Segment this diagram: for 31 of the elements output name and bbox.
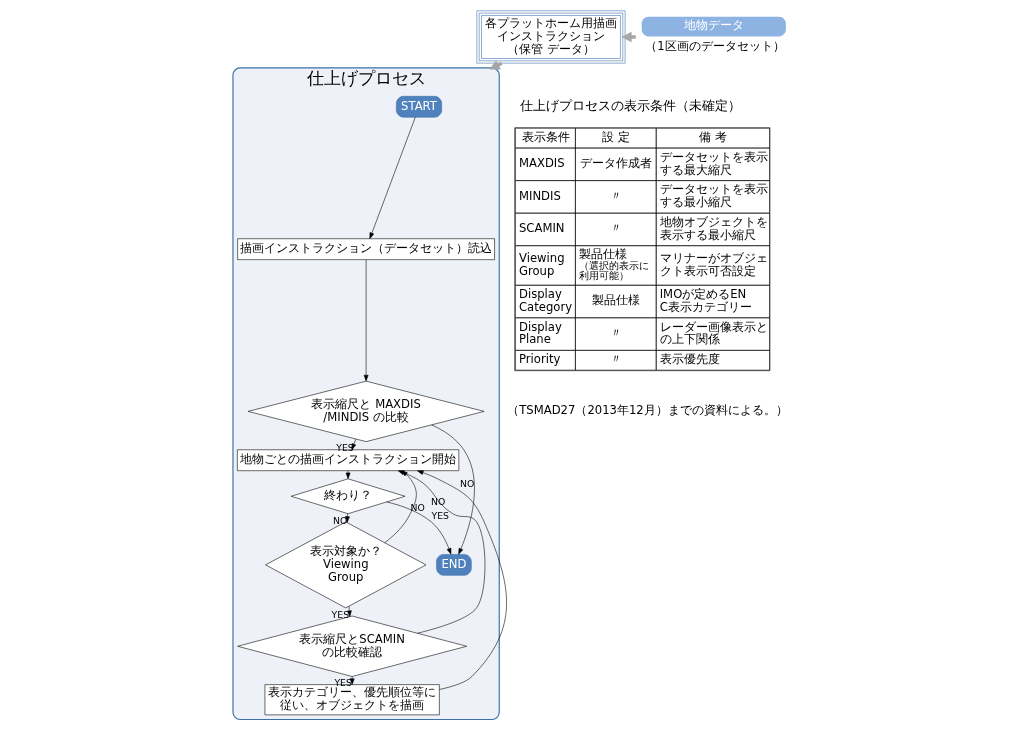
label: MAXDIS [518,156,565,171]
label: 〃 [609,221,622,236]
label: 〃 [609,188,622,203]
label: 表示優先度 [659,352,720,367]
label: 製品仕様 [591,293,640,308]
edge-label: NO [459,478,474,490]
label: （TSMAD27（2013年12月）までの資料による。） [506,403,788,418]
label: IMOが定めるENC表示カテゴリー [659,287,752,314]
label: Display Plane [518,319,562,347]
label: 〃 [609,352,622,367]
label: データセットを表示する最小縮尺 [659,182,768,210]
edge-label: YES [431,509,449,521]
label: Display Category [518,287,572,314]
label: Priority [518,352,560,367]
label: 備 考 [698,130,727,145]
edge-label: NO [409,501,425,513]
label: 設 定 [601,130,630,145]
label: SCAMIN [518,221,565,236]
label: データ作成者 [579,156,652,171]
label: MINDIS [518,188,561,203]
label: レーダー画像表示との上下関係 [659,319,768,347]
label: 地物オブジェクトを表示する最小縮尺 [659,214,768,242]
label: Viewing Group [518,250,565,278]
label: 表示条件 [521,130,570,145]
node-label: （1区画のデータセット） [644,39,785,54]
label: マリナーがオブジェクト表示可否設定 [659,250,768,278]
edge-label: NO [430,496,445,508]
label: 製品仕様 [578,246,627,261]
label: 仕上げプロセスの表示条件（未確定） [519,98,741,114]
label: 〃 [609,325,622,340]
label: データセットを表示する最大縮尺 [659,149,768,177]
